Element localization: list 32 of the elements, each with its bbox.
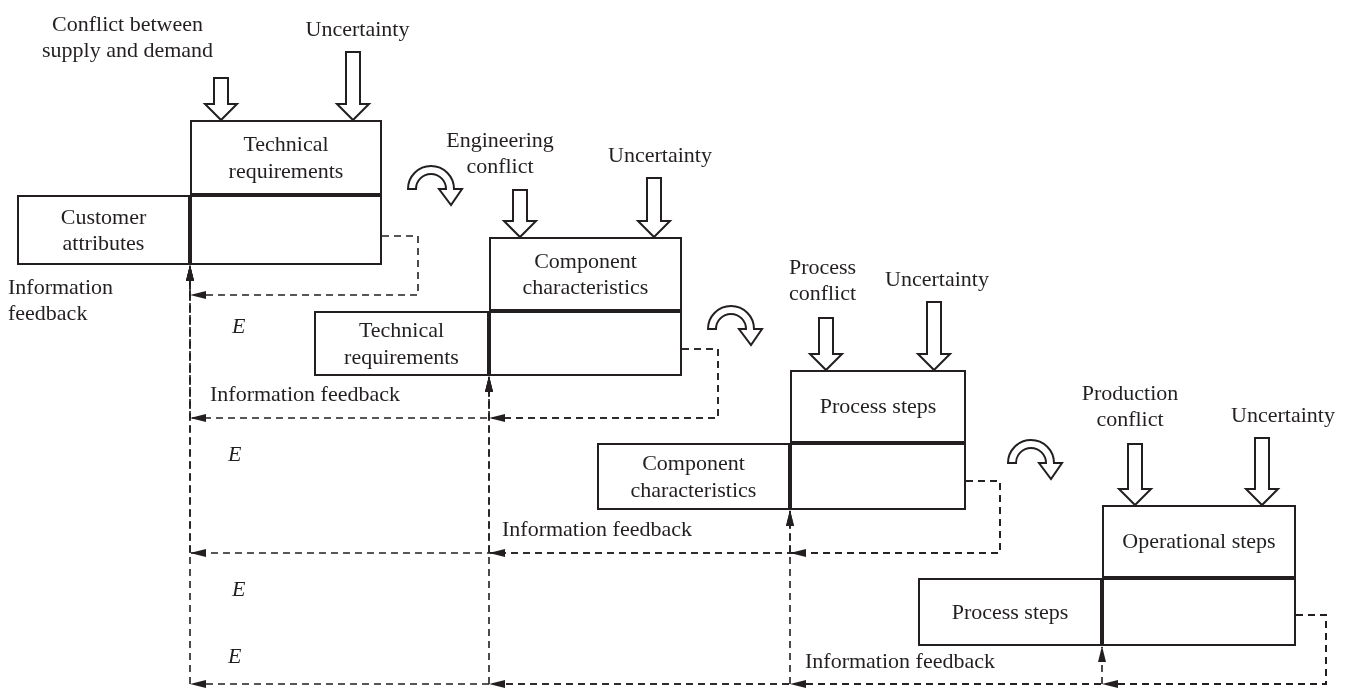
variable-label: E [232, 313, 246, 340]
input-label: Production conflict [1055, 374, 1205, 438]
process-box: Component characteristics [489, 237, 682, 311]
feedback-arrow [186, 235, 419, 299]
process-box: Process steps [790, 370, 966, 443]
matrix-box [790, 443, 966, 510]
block-arrow [915, 301, 953, 372]
process-box: Customer attributes [17, 195, 190, 265]
block-arrow [334, 51, 372, 122]
input-label: Uncertainty [590, 138, 730, 172]
process-box: Operational steps [1102, 505, 1296, 578]
variable-label: E [232, 576, 246, 603]
input-label: Engineering conflict [420, 122, 580, 184]
process-box: Technical requirements [190, 120, 382, 195]
block-arrow [1243, 437, 1281, 507]
matrix-box [190, 195, 382, 265]
matrix-box [1102, 578, 1296, 646]
block-arrow [202, 77, 240, 122]
process-box: Component characteristics [597, 443, 790, 510]
block-arrow [1116, 443, 1154, 507]
variable-label: E [228, 643, 242, 670]
feedback-arrow [186, 265, 1327, 688]
matrix-box [489, 311, 682, 376]
input-label: Uncertainty [1205, 398, 1361, 432]
input-label: Conflict between supply and demand [20, 2, 235, 72]
process-box: Process steps [918, 578, 1102, 646]
block-arrow [501, 189, 539, 239]
block-arrow [635, 177, 673, 239]
input-label: Uncertainty [285, 12, 430, 46]
process-box: Technical requirements [314, 311, 489, 376]
variable-label: E [228, 441, 242, 468]
block-arrow [807, 317, 845, 372]
